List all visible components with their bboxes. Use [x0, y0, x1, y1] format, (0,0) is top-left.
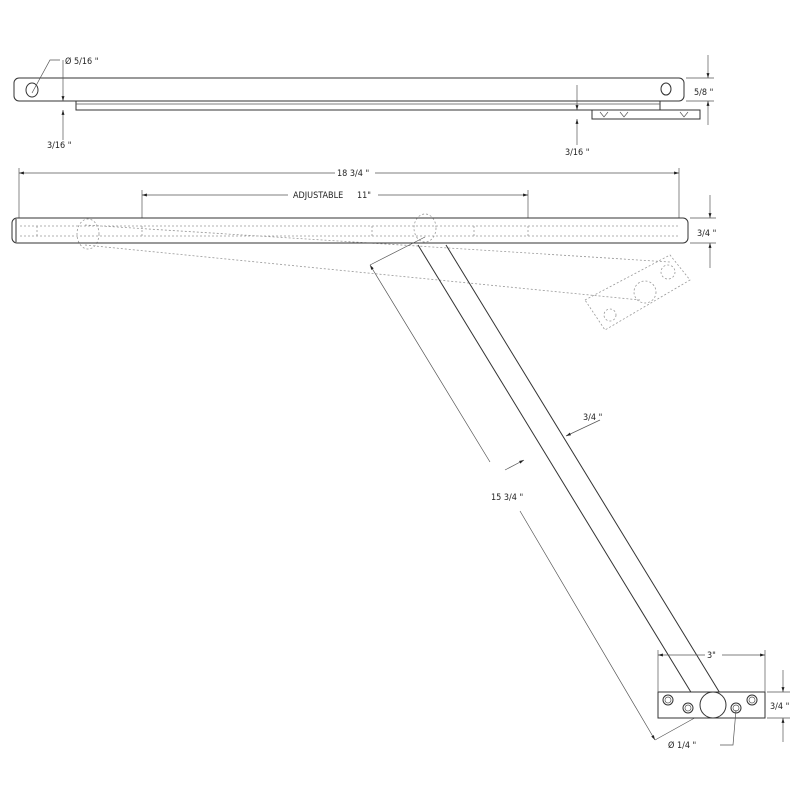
bar-height-label: 3/4 "	[697, 229, 716, 239]
arm-right-edge	[445, 244, 727, 704]
under-strip	[75, 100, 661, 111]
top-bar	[13, 77, 685, 102]
pivot-circle	[699, 691, 727, 719]
top-view: Ø 5/16 " 5/8 " 3/16 " 3/16 "	[13, 55, 714, 158]
top-height-label: 5/8 "	[694, 88, 713, 98]
arm: 15 3/4 " 3/4 "	[369, 236, 727, 741]
bracket-hole-diameter-label: Ø 1/4 "	[668, 740, 696, 751]
top-hole-diameter-label: Ø 5/16 "	[65, 56, 98, 67]
bracket-height-label: 3/4 "	[770, 702, 789, 712]
mount-plate	[591, 109, 701, 120]
right-offset-label: 3/16 "	[565, 148, 589, 158]
overall-length-label: 18 3/4 "	[337, 169, 369, 179]
bracket: 3" 3/4 " Ø 1/4 "	[657, 650, 790, 751]
arm-length-label: 15 3/4 "	[491, 493, 523, 503]
side-view: 18 3/4 " ADJUSTABLE 11" 3/4 "	[11, 168, 716, 331]
arm-left-edge	[417, 244, 701, 708]
arm-width-label: 3/4 "	[583, 413, 602, 423]
adjustable-label: ADJUSTABLE	[293, 191, 343, 201]
left-hole	[25, 82, 39, 98]
left-offset-label: 3/16 "	[47, 141, 71, 151]
adjustable-length-label: 11"	[357, 191, 371, 201]
bracket-length-label: 3"	[707, 651, 716, 661]
right-hole	[660, 82, 672, 96]
side-bar	[11, 217, 689, 244]
